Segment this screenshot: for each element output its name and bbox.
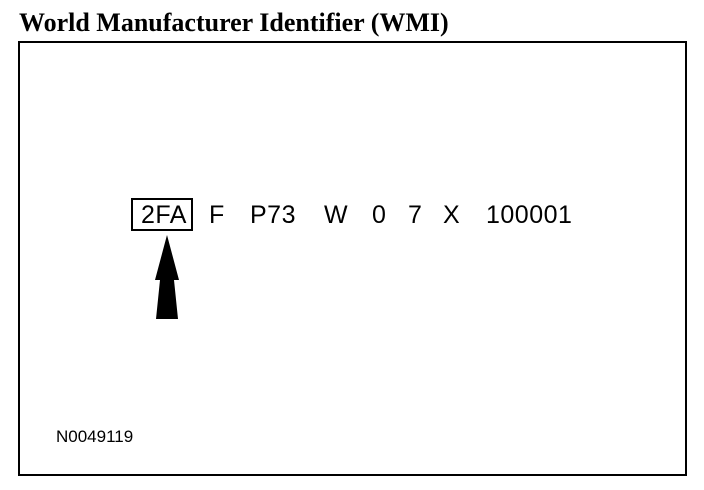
vin-segment-check-digit: 0 (372, 201, 387, 229)
figure-title: World Manufacturer Identifier (WMI) (19, 8, 449, 37)
wmi-highlight-box (131, 198, 193, 231)
vin-segment-series-body: P73 (250, 201, 296, 229)
vin-segment-engine: W (324, 201, 349, 229)
vin-segment-vehicle-line: F (209, 201, 225, 229)
vin-segment-wmi: 2FA (141, 201, 187, 229)
figure-code: N0049119 (56, 427, 134, 446)
arrow-up-icon (155, 235, 179, 319)
vin-segment-model-year: 7 (408, 201, 423, 229)
vin-segment-plant: X (443, 201, 461, 229)
vin-segment-serial: 100001 (486, 201, 573, 229)
figure-frame: 2FA F P73 W 0 7 X 100001 N0049119 (18, 41, 687, 476)
